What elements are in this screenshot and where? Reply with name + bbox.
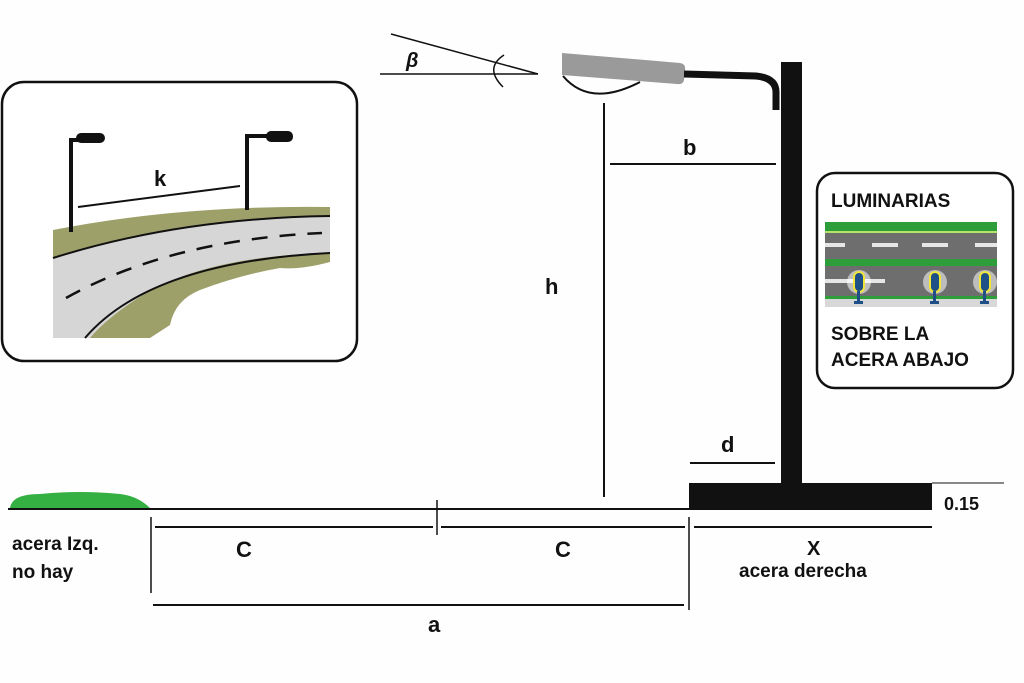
- luminaire-lens: [562, 75, 641, 95]
- right-sidewalk-label: acera derecha: [739, 561, 867, 582]
- left-grass: [10, 492, 150, 508]
- d-label: d: [721, 432, 734, 457]
- luminaire: [562, 53, 780, 110]
- inset-road-edge-top: [52, 215, 331, 259]
- left-sidewalk-label-line1: acera Izq.: [12, 534, 99, 555]
- inset-road-edge-bottom: [84, 252, 331, 339]
- curved-road-inset: k: [0, 80, 359, 363]
- legend-lamp-icon: [973, 270, 997, 304]
- legend-lamps: [847, 270, 997, 304]
- a-label: a: [428, 612, 441, 637]
- inset-road: [53, 216, 330, 338]
- legend-title: LUMINARIAS: [831, 191, 950, 212]
- b-label: b: [683, 135, 696, 160]
- inset-centerline: [65, 231, 323, 300]
- inset-pole-right: [245, 131, 293, 210]
- luminaire-housing: [562, 53, 686, 85]
- pole-shaft: [781, 62, 802, 490]
- beta-angle: β: [380, 33, 539, 88]
- legend-subtitle-line1: SOBRE LA: [831, 324, 929, 345]
- c-right-label: C: [555, 537, 571, 562]
- beta-label: β: [405, 50, 418, 72]
- legend-lamp-icon: [923, 270, 947, 304]
- inset-pole-left: [69, 133, 105, 232]
- x-label: X: [807, 538, 821, 560]
- pole-arm: [683, 70, 780, 110]
- k-label: k: [154, 166, 167, 191]
- legend-subtitle-line2: ACERA ABAJO: [831, 350, 969, 371]
- legend-road-lane-1: [825, 233, 997, 259]
- c-left-label: C: [236, 537, 252, 562]
- k-dimension-line: [77, 185, 241, 208]
- h-label: h: [545, 274, 558, 299]
- left-sidewalk-label-line2: no hay: [12, 562, 74, 583]
- curb-height-label: 0.15: [944, 494, 979, 514]
- luminaire-placement-card: LUMINARIAS: [815, 171, 1015, 390]
- legend-lamp-icon: [847, 270, 871, 304]
- curb-sidewalk-block: [689, 483, 932, 510]
